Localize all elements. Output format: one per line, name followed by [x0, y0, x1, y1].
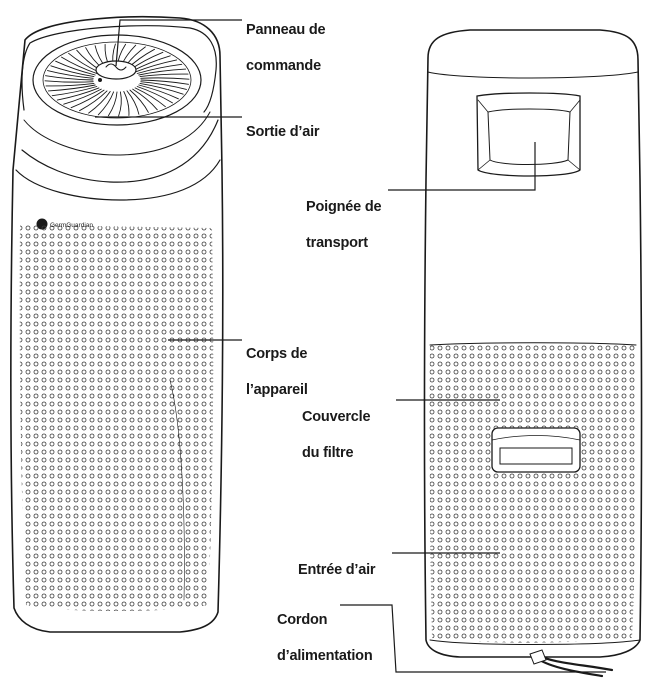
fan-spoke	[97, 91, 115, 116]
label-air-inlet: Entrée d’air	[298, 543, 376, 597]
leader-handle	[388, 142, 536, 191]
fan-spoke	[50, 65, 95, 78]
filter-latch	[491, 427, 581, 473]
fan-spoke	[134, 87, 166, 108]
label-filter-cover-line-1: Couvercle	[302, 409, 371, 425]
fan-spoke	[44, 80, 94, 83]
label-power-cord-line-1: Cordon	[277, 612, 328, 628]
fan-spoke	[88, 91, 111, 114]
label-control-panel: Panneau de commande	[246, 3, 326, 93]
fan-spoke	[140, 77, 190, 80]
fan-spoke	[140, 79, 189, 85]
label-handle-line-1: Poignée de	[306, 199, 382, 215]
fan-spoke	[56, 87, 100, 101]
fan-spoke	[118, 91, 122, 117]
label-handle: Poignée de transport	[306, 180, 382, 270]
label-air-outlet: Sortie d’air	[246, 105, 320, 159]
fan-spoke	[136, 63, 183, 74]
purifier-front: GermGuardian	[10, 16, 224, 633]
fan-spoke	[79, 90, 108, 112]
svg-text:GermGuardian: GermGuardian	[50, 222, 93, 229]
fan-spoke	[126, 90, 140, 115]
label-control-panel-line-2: commande	[246, 58, 321, 74]
carrying-handle	[476, 92, 581, 177]
fan-spoke	[139, 82, 184, 95]
label-filter-cover: Couvercle du filtre	[302, 390, 371, 480]
fan-spoke	[138, 84, 179, 100]
label-body-line-1: Corps de	[246, 346, 308, 362]
fan-spoke	[51, 86, 98, 97]
fan-spoke	[55, 60, 96, 76]
fan-spoke	[138, 68, 187, 76]
fan-spoke	[70, 89, 105, 109]
label-filter-cover-line-2: du filtre	[302, 445, 354, 461]
fan-spoke	[45, 75, 94, 81]
leader-control-panel	[115, 19, 242, 67]
fan-grill	[32, 34, 202, 126]
fan-spoke	[45, 82, 95, 87]
fan-spoke	[47, 84, 96, 92]
fan-spoke	[136, 86, 173, 104]
fan-spoke	[63, 88, 102, 105]
leader-lines	[95, 19, 606, 673]
label-control-panel-line-1: Panneau de	[246, 22, 326, 38]
label-power-cord-line-2: d’alimentation	[277, 648, 373, 664]
fan-spoke	[123, 91, 130, 116]
fan-spoke	[140, 81, 187, 90]
fan-spoke	[107, 91, 118, 117]
label-air-inlet-line-1: Entrée d’air	[298, 562, 376, 578]
label-air-outlet-line-1: Sortie d’air	[246, 124, 320, 140]
label-power-cord: Cordon d’alimentation	[277, 593, 373, 683]
purifier-back	[423, 29, 643, 678]
leader-power-cord	[340, 604, 606, 673]
fan-spoke	[47, 70, 94, 79]
label-body-line-2: l’appareil	[246, 382, 308, 398]
fan-spoke	[61, 56, 98, 74]
fan-spoke	[129, 89, 149, 113]
label-body: Corps de l’appareil	[246, 327, 308, 417]
fan-spoke	[134, 59, 178, 73]
fan-spoke	[139, 73, 189, 78]
power-cord	[529, 649, 614, 678]
label-handle-line-2: transport	[306, 235, 368, 251]
fan-spoke	[132, 88, 158, 111]
